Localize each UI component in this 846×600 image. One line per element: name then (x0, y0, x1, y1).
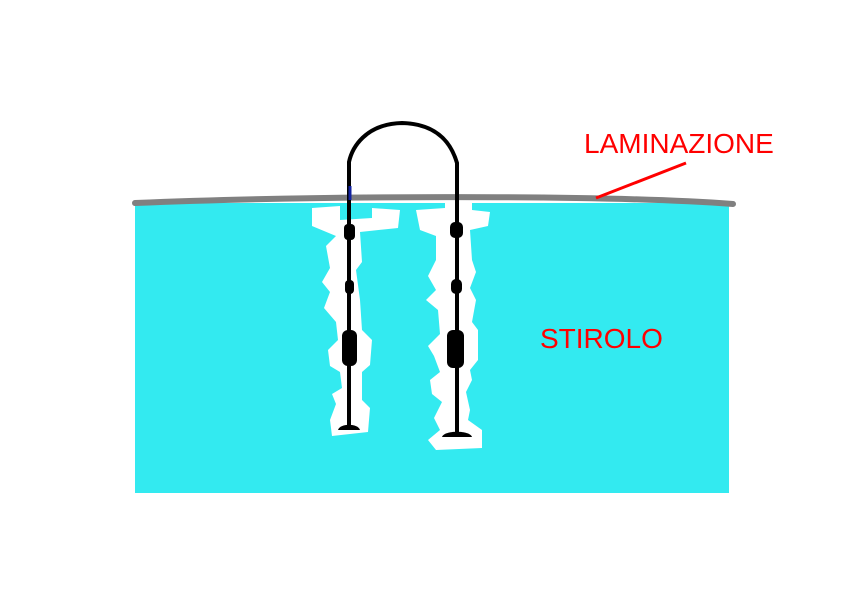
wire-bead (344, 224, 355, 240)
heating-wire (338, 120, 472, 437)
melted-cavity-left (312, 206, 400, 436)
wire-foot-left (338, 424, 360, 430)
wire-bead (342, 330, 357, 366)
wire-bead (451, 279, 462, 294)
lamination-layer (132, 194, 736, 207)
styrene-label: STIROLO (540, 323, 663, 354)
lamination-label: LAMINAZIONE (584, 128, 774, 159)
lamination-leader-line (595, 161, 687, 200)
wire-bead (450, 222, 463, 238)
wire-bead (345, 280, 354, 294)
wire-bead (447, 330, 464, 368)
wire-arch (347, 120, 459, 240)
wire-foot-right (442, 431, 472, 437)
melted-cavity-right (416, 198, 490, 450)
